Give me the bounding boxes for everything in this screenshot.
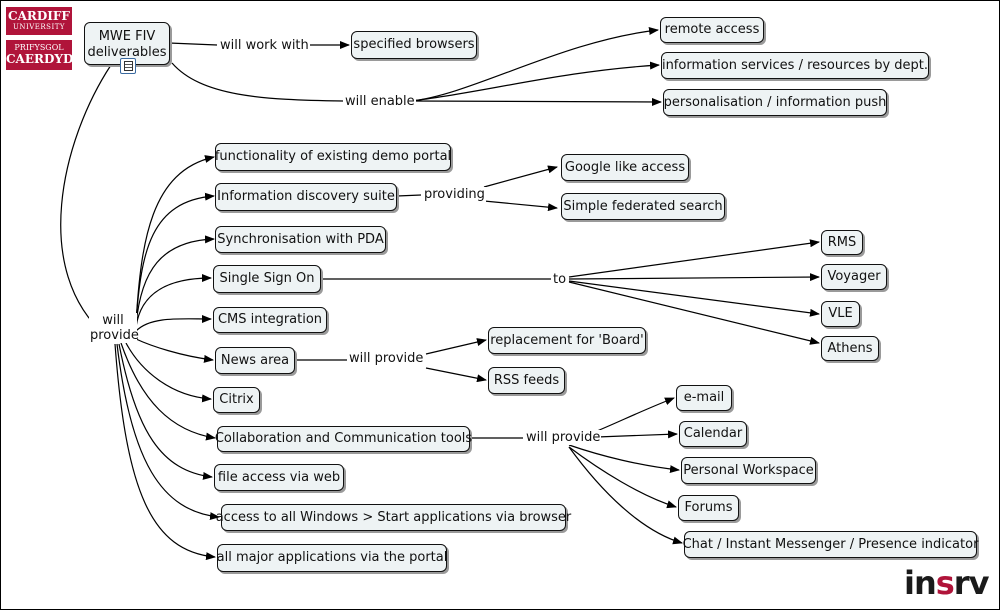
node-rms[interactable]: RMS bbox=[821, 230, 863, 255]
label-to: to bbox=[552, 272, 568, 287]
node-news-area[interactable]: News area bbox=[215, 347, 295, 374]
label-will-provide-main: will provide bbox=[89, 313, 139, 343]
label-provide: provide bbox=[90, 328, 139, 343]
brand-text-accent: s bbox=[935, 564, 955, 602]
node-synchronisation-pda[interactable]: Synchronisation with PDA bbox=[215, 226, 386, 253]
node-google-like-access[interactable]: Google like access bbox=[561, 154, 689, 181]
logo-line-caerdydd: CAERDYDD bbox=[6, 52, 84, 66]
label-providing: providing bbox=[423, 187, 486, 202]
node-replacement-for-board[interactable]: replacement for 'Board' bbox=[488, 327, 646, 354]
logo-line-cardiff: CARDIFF bbox=[8, 9, 70, 23]
node-rss-feeds[interactable]: RSS feeds bbox=[488, 367, 565, 394]
node-personal-workspace[interactable]: Personal Workspace bbox=[681, 457, 816, 484]
node-forums[interactable]: Forums bbox=[678, 495, 739, 521]
label-will-enable: will enable bbox=[344, 94, 416, 109]
node-functionality-demo-portal[interactable]: functionality of existing demo portal bbox=[215, 143, 451, 171]
label-will: will bbox=[102, 313, 124, 328]
label-will-work-with: will work with bbox=[219, 38, 310, 53]
node-cms-integration[interactable]: CMS integration bbox=[213, 307, 327, 333]
node-chat-instant-messenger[interactable]: Chat / Instant Messenger / Presence indi… bbox=[683, 531, 978, 558]
node-information-discovery-suite[interactable]: Information discovery suite bbox=[215, 183, 397, 211]
node-personalisation[interactable]: personalisation / information push bbox=[663, 89, 887, 116]
node-file-access-via-web[interactable]: file access via web bbox=[214, 464, 344, 491]
logo-divider bbox=[6, 35, 72, 40]
node-simple-federated-search[interactable]: Simple federated search bbox=[561, 193, 725, 220]
logo-line-university: UNIVERSITY bbox=[12, 23, 66, 31]
logo-line-prifysgol: PRIFYSGOL bbox=[14, 43, 64, 52]
root-title-line2: deliverables bbox=[87, 44, 167, 60]
node-remote-access[interactable]: remote access bbox=[660, 17, 764, 43]
node-single-sign-on[interactable]: Single Sign On bbox=[213, 265, 321, 293]
node-windows-start-applications[interactable]: access to all Windows > Start applicatio… bbox=[216, 504, 571, 531]
node-major-applications-portal[interactable]: all major applications via the portal bbox=[217, 544, 447, 572]
node-calendar[interactable]: Calendar bbox=[679, 421, 747, 447]
brand-text-rest: rv bbox=[953, 564, 990, 602]
root-node-mwe-fiv-deliverables[interactable]: MWE FIV deliverables bbox=[84, 22, 170, 74]
node-athens[interactable]: Athens bbox=[821, 336, 879, 361]
document-icon[interactable] bbox=[120, 58, 136, 74]
cardiff-university-logo: CARDIFF UNIVERSITY PRIFYSGOL CAERDYDD bbox=[6, 7, 84, 70]
node-voyager[interactable]: Voyager bbox=[821, 264, 887, 290]
node-specified-browsers[interactable]: specified browsers bbox=[351, 31, 477, 59]
node-citrix[interactable]: Citrix bbox=[213, 387, 260, 413]
label-collab-will-provide: will provide bbox=[525, 430, 602, 445]
node-collaboration-communication-tools[interactable]: Collaboration and Communication tools bbox=[215, 426, 472, 452]
brand-text-first: in bbox=[904, 564, 937, 602]
root-title-line1: MWE FIV bbox=[98, 28, 156, 44]
node-information-services[interactable]: information services / resources by dept… bbox=[661, 52, 929, 79]
node-email[interactable]: e-mail bbox=[676, 385, 732, 411]
label-news-will-provide: will provide bbox=[348, 351, 425, 366]
insrv-logo: insrv bbox=[904, 564, 990, 602]
node-vle[interactable]: VLE bbox=[821, 301, 860, 327]
